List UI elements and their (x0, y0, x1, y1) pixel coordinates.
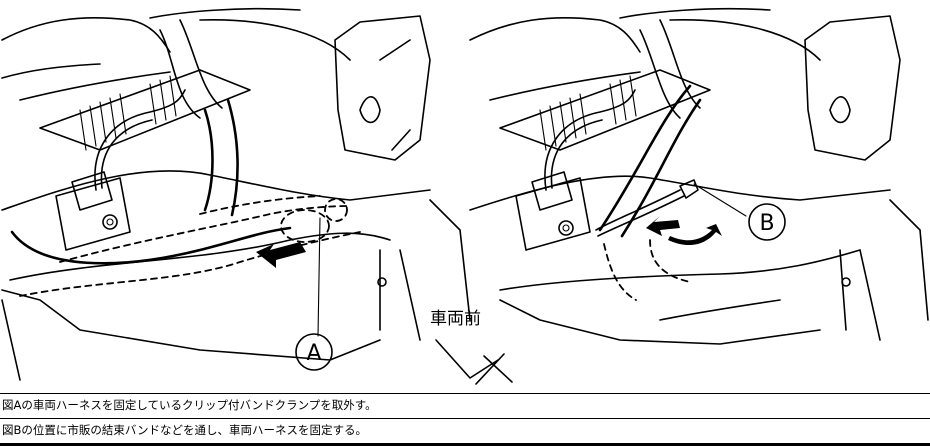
callout-b-circle (748, 203, 786, 241)
left-panel-drawing: A (1, 7, 471, 381)
installation-illustration: A 車両前 B (1, 7, 929, 385)
caption-text-2: 図Bの位置に市販の結束バンドなどを通し、車両ハーネスを固定する。 (0, 418, 930, 446)
callout-a-label: A (306, 341, 321, 366)
caption-text-1: 図Aの車両ハーネスを固定しているクリップ付バンドクランプを取外す。 (0, 393, 930, 419)
callout-a-circle (295, 333, 333, 371)
vehicle-front-label: 車両前 (430, 309, 481, 329)
callout-b-label: B (759, 211, 774, 236)
caption-table: 図Aの車両ハーネスを固定しているクリップ付バンドクランプを取外す。 図Bの位置に… (0, 393, 930, 446)
caption-row: 図Aの車両ハーネスを固定しているクリップ付バンドクランプを取外す。 (0, 393, 930, 419)
caption-row: 図Bの位置に市販の結束バンドなどを通し、車両ハーネスを固定する。 (0, 418, 930, 446)
right-panel-drawing: B (469, 7, 929, 345)
vehicle-front-indicator: 車両前 (430, 309, 513, 385)
